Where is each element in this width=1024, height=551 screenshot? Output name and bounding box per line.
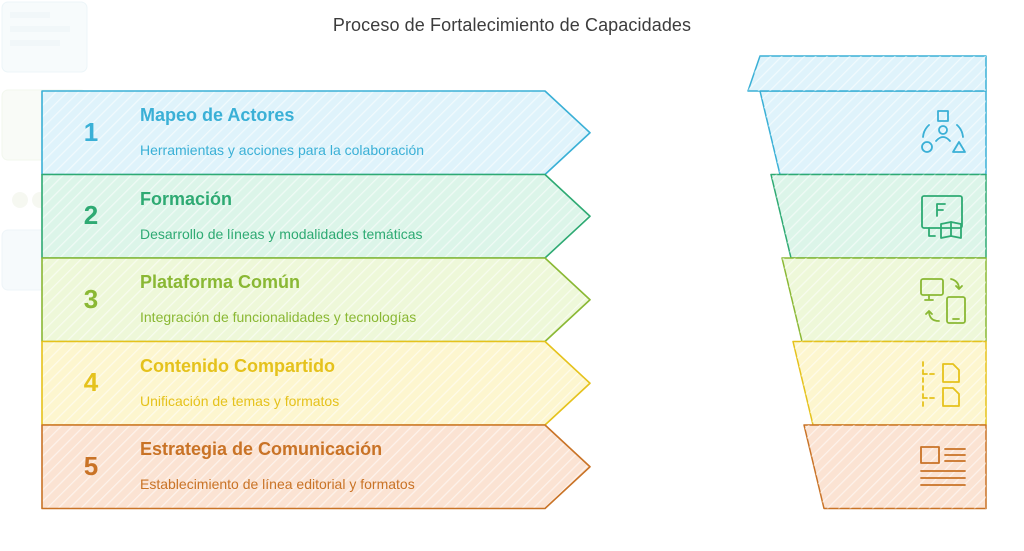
step-title: Plataforma Común xyxy=(140,272,301,292)
step-number: 4 xyxy=(83,367,99,398)
step-title: Formación xyxy=(140,188,233,209)
step-number: 3 xyxy=(83,283,99,314)
devices-sync-icon xyxy=(920,278,966,324)
step-number: 5 xyxy=(83,450,99,481)
diagram-title: Proceso de Fortalecimiento de Capacidade… xyxy=(332,15,692,35)
step-description: Desarrollo de líneas y modalidades temát… xyxy=(140,225,423,242)
people-network-icon xyxy=(921,110,966,153)
step-title: Mapeo de Actores xyxy=(140,105,295,125)
step-title: Contenido Compartido xyxy=(140,355,335,376)
editorial-layout-icon xyxy=(920,446,966,486)
step-description: Integración de funcionalidades y tecnolo… xyxy=(140,309,417,325)
training-book-icon xyxy=(921,195,963,239)
step-title: Estrategia de Comunicación xyxy=(140,439,383,459)
step-description: Herramientas y acciones para la colabora… xyxy=(140,142,425,158)
document-tree-icon xyxy=(922,361,960,407)
step-number: 2 xyxy=(83,200,99,231)
step-description: Establecimiento de línea editorial y for… xyxy=(140,476,415,492)
step-description: Unificación de temas y formatos xyxy=(140,392,340,409)
step-number: 1 xyxy=(83,116,99,147)
